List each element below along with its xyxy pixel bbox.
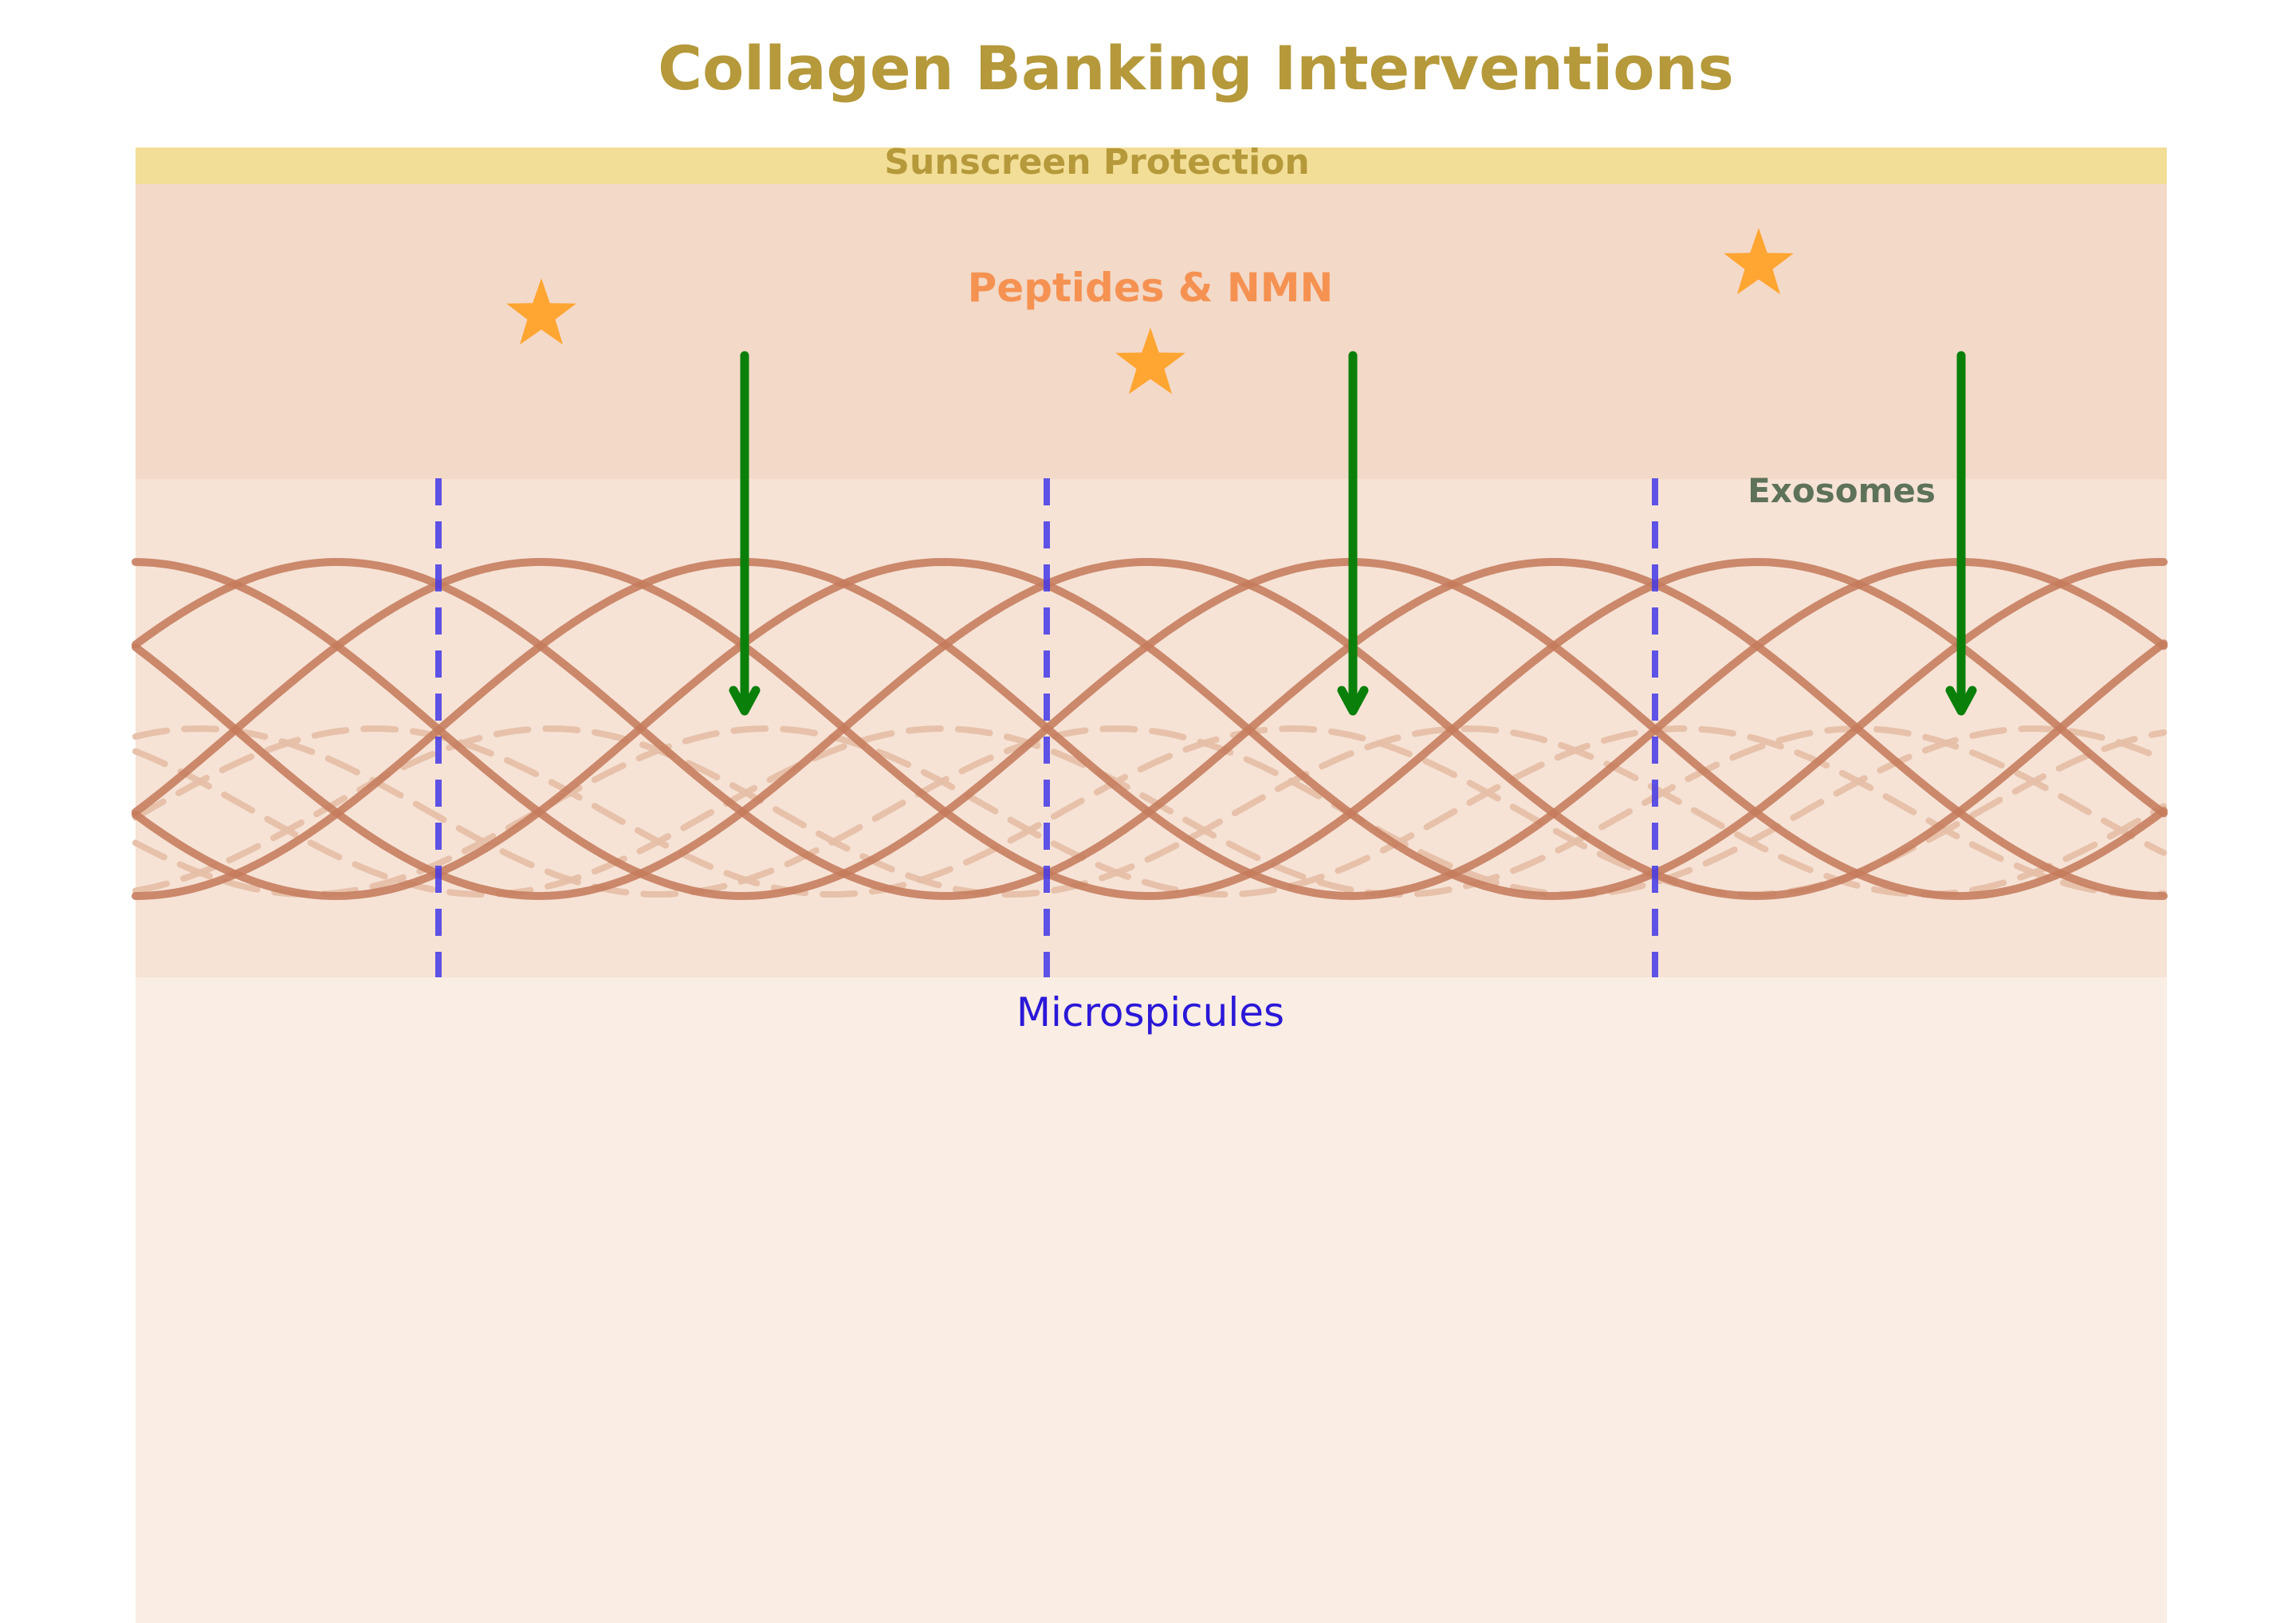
collagen-fiber (132, 725, 2167, 898)
collagen-fiber (132, 557, 2168, 901)
arrow-down-icon (729, 351, 761, 716)
star-icon (1115, 328, 1185, 395)
star-icon (506, 278, 576, 345)
collagen-fiber (132, 725, 2167, 898)
peptide-stars (506, 228, 1794, 395)
sunscreen-label: Sunscreen Protection (884, 142, 1309, 183)
collagen-fiber (132, 558, 2168, 901)
exosome-arrows (729, 351, 1977, 716)
star-icon (1724, 228, 1794, 295)
arrow-down-icon (1337, 351, 1369, 716)
microspicules-label: Microspicules (1016, 989, 1284, 1035)
collagen-fiber (132, 558, 2168, 901)
exosomes-label: Exosomes (1748, 471, 1936, 510)
arrow-down-icon (1945, 351, 1977, 716)
collagen-fiber (132, 725, 2167, 898)
collagen-fibers-solid (132, 557, 2168, 901)
collagen-fiber (132, 725, 2167, 898)
peptides-label: Peptides & NMN (968, 265, 1334, 311)
sunscreen-band (136, 147, 2167, 184)
lower-dermis-layer (136, 977, 2167, 1623)
diagram-title: Collagen Banking Interventions (658, 33, 1734, 104)
collagen-fibers-dashed (132, 725, 2167, 898)
collagen-fiber (132, 557, 2168, 901)
collagen-fiber (132, 725, 2167, 898)
